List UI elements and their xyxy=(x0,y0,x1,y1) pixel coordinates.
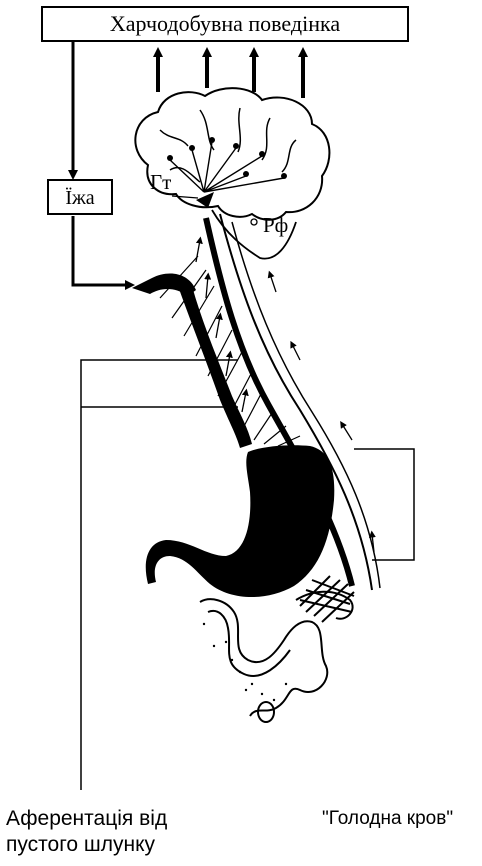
reticular-formation-marker xyxy=(251,219,257,225)
arrow-food-to-mouth xyxy=(73,216,130,285)
reticular-formation-label: Рф xyxy=(263,213,288,237)
brain-gyri xyxy=(160,108,296,182)
food-box: Їжа xyxy=(48,180,112,214)
hypothalamus-marker xyxy=(196,192,214,208)
afferentation-caption: Аферентація від пустого шлунку xyxy=(6,806,167,858)
feeding-behavior-box: Харчодобувна поведінка xyxy=(42,7,408,41)
intestines xyxy=(200,592,353,716)
food-feedback-path xyxy=(73,41,130,285)
brain-to-behavior-arrows xyxy=(158,52,303,98)
food-label: Їжа xyxy=(65,186,94,209)
afferentation-caption-line1: Аферентація від xyxy=(6,806,167,832)
mesentery-stipple xyxy=(203,623,287,701)
hungry-blood-caption: "Голодна кров" xyxy=(322,806,453,832)
afferentation-caption-line2: пустого шлунку xyxy=(6,832,167,858)
hypothalamus-pointer xyxy=(172,196,198,198)
hypothalamus-label: Гт xyxy=(150,170,171,194)
feeding-behavior-label: Харчодобувна поведінка xyxy=(110,11,340,36)
intestine-end xyxy=(258,702,274,722)
esophagus xyxy=(178,286,252,448)
vascular-network xyxy=(300,576,354,622)
